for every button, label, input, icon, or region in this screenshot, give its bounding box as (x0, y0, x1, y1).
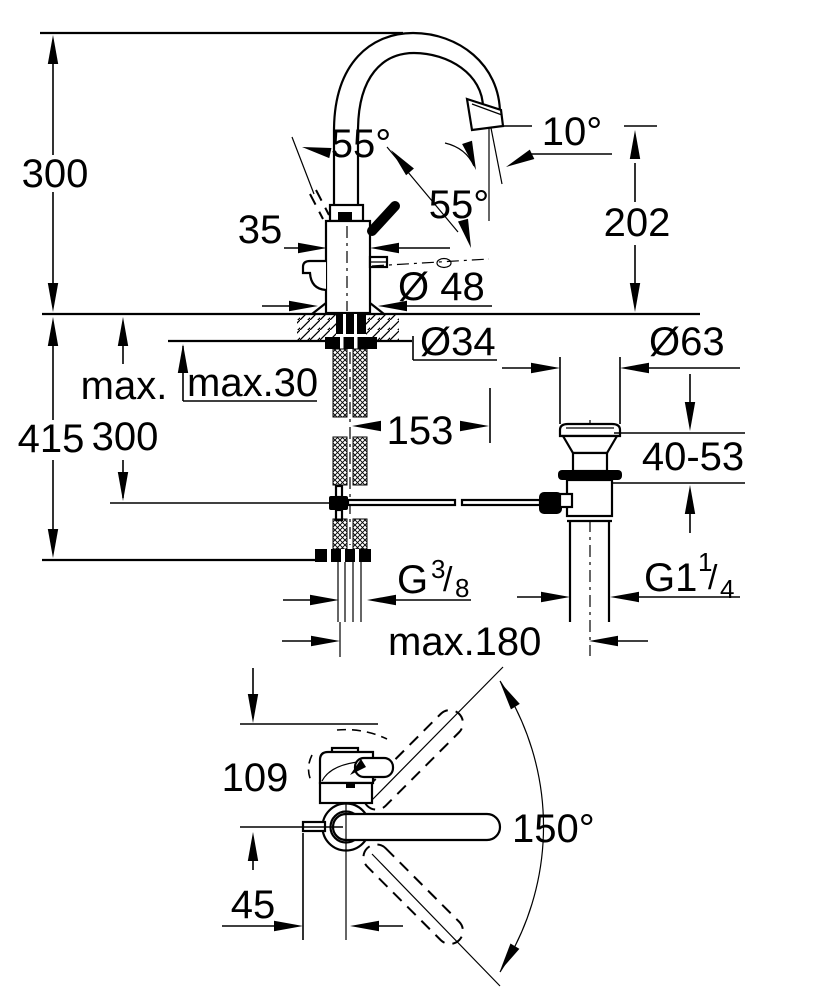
g114-sup: 1 (698, 547, 712, 577)
dim-4053-label: 40-53 (642, 435, 744, 479)
dim-max-label: max. (81, 364, 168, 408)
faucet-top-outline (301, 728, 502, 940)
dim-415-label: 415 (18, 417, 85, 461)
dim-dia-34: Ø34 (412, 320, 497, 364)
dim-dia-63: Ø63 (502, 320, 740, 424)
dim-max-180: max.180 (282, 620, 648, 664)
dim-109-label: 109 (222, 756, 289, 800)
g38-sup: 3 (431, 554, 445, 584)
counter-hatch (297, 315, 399, 340)
angle-55-left-label: 55° (331, 122, 392, 166)
pop-up-rod (346, 492, 562, 514)
supply-hoses (315, 314, 377, 657)
waste-outline (558, 422, 622, 622)
top-view: 150° 109 (222, 666, 595, 987)
waste-view: Ø63 40-53 G1 1 / 4 (502, 320, 745, 656)
handle-phantom-left (309, 189, 330, 220)
g114-sub: 4 (720, 574, 734, 604)
faucet-outline (301, 31, 505, 315)
dim-max300-label: 300 (92, 415, 159, 459)
dim-thread-g38: G 3 / 8 (283, 554, 471, 606)
dim-202-label: 202 (604, 201, 671, 245)
side-view: 300 415 max. 300 max.30 (18, 31, 700, 664)
dim-thread-g114: G1 1 / 4 (517, 547, 740, 604)
angle-10-label: 10° (542, 110, 603, 154)
angle-55-front-label: 55° (429, 183, 490, 227)
dim-height-300: 300 (22, 35, 89, 312)
g38-sub: 8 (455, 573, 469, 603)
dim-offset-45: 45 (222, 833, 403, 940)
g38-main: G (397, 558, 428, 602)
dim-45-label: 45 (231, 883, 276, 927)
dia-48-label: Ø 48 (398, 265, 485, 309)
dim-height-415: 415 (18, 317, 85, 558)
dim-153-label: 153 (387, 409, 454, 453)
reference-lines (40, 31, 700, 562)
angle-150-label: 150° (512, 807, 595, 851)
dim-dia-48: Ø 48 (262, 265, 492, 312)
dia-34-label: Ø34 (420, 320, 496, 364)
dim-swivel-150: 150° (495, 679, 595, 974)
g38-slash: / (443, 561, 453, 599)
dim-35-label: 35 (238, 208, 283, 252)
dim-max-30: max.30 (177, 344, 318, 405)
dim-height-202: 202 (604, 125, 671, 312)
dim-angle-55-left: 55° (291, 122, 481, 233)
dim-depth-109: 109 (222, 668, 378, 870)
max-180-label: max.180 (388, 620, 541, 664)
dim-max-300: max. 300 (81, 317, 168, 501)
dim-reach-153: 153 (352, 388, 491, 453)
dim-max30-label: max.30 (187, 361, 318, 405)
dim-angle-10: 10° (503, 110, 612, 172)
dim-width-35: 35 (238, 208, 450, 254)
dim-300-label: 300 (22, 152, 89, 196)
pull-rod-knob (301, 259, 327, 292)
g114-main: G1 (644, 556, 697, 600)
dim-angle-55-front: 55° (429, 183, 490, 250)
dim-clamp-40-53: 40-53 (612, 374, 745, 533)
handle-lever (367, 201, 400, 236)
g114-slash: / (708, 559, 718, 597)
dia-63-label: Ø63 (649, 320, 725, 364)
